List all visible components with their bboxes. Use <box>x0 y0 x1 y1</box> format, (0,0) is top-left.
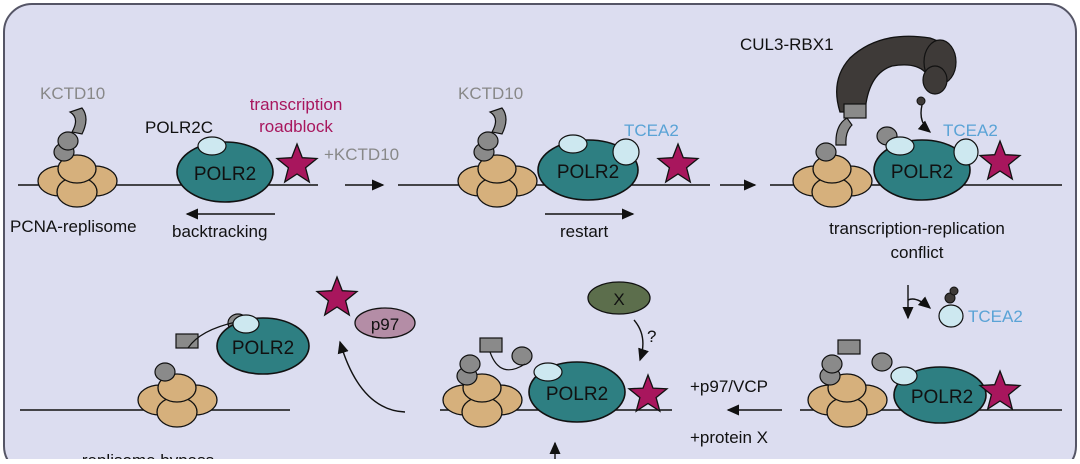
tcea2-label-3: TCEA2 <box>943 121 998 140</box>
polr2-oval-4 <box>893 366 987 424</box>
p97-vcp-label: +p97/VCP <box>690 377 768 396</box>
polr2-label-6: POLR2 <box>232 338 294 359</box>
step2-group: KCTD10 POLR2 TCEA2 restart <box>398 84 710 241</box>
roadblock-star-2 <box>656 142 700 184</box>
roadblock-label-line2: roadblock <box>259 117 333 136</box>
replisome-bypass-label: replisome bypass <box>82 451 214 459</box>
polr2-label-4: POLR2 <box>911 387 973 408</box>
replisome-5 <box>442 373 523 428</box>
roadblock-star-3 <box>978 139 1022 181</box>
polr2c-subunit <box>197 136 227 156</box>
p97-label: p97 <box>371 315 399 334</box>
replisome-6 <box>137 373 218 428</box>
kctd10-label-1: KCTD10 <box>40 84 105 103</box>
polr2-label-5: POLR2 <box>546 384 608 405</box>
p97-oval <box>354 307 416 339</box>
kctd10-protein-2 <box>473 107 507 162</box>
released-tcea2 <box>938 304 964 328</box>
kctd10-protein-1 <box>53 107 87 162</box>
cul3-rbx1-protein <box>836 35 957 119</box>
tcea2-oval-3 <box>953 138 979 166</box>
arrow-step5-step6 <box>337 340 406 413</box>
protein-x-arrow <box>633 319 649 362</box>
polr2-label-3: POLR2 <box>891 162 953 183</box>
replisome-1 <box>37 154 118 208</box>
kctd10-protein-4 <box>819 339 893 386</box>
polr2-label-2: POLR2 <box>557 162 619 183</box>
step1-group: KCTD10 POLR2 POLR2C transcription roadbl… <box>10 84 342 241</box>
step5-group: POLR2 X ? <box>440 281 672 459</box>
cul3-rbx1-label: CUL3-RBX1 <box>740 35 834 54</box>
conflict-label-line2: conflict <box>891 243 944 262</box>
polr2-label-1: POLR2 <box>194 164 256 185</box>
pcna-replisome-label: PCNA-replisome <box>10 217 137 236</box>
polr2c-label: POLR2C <box>145 118 213 137</box>
replisome-2 <box>457 154 538 208</box>
protein-x-oval <box>587 281 651 315</box>
conflict-label-line1: transcription-replication <box>829 219 1005 238</box>
roadblock-label-line1: transcription <box>250 95 343 114</box>
tcea2-oval-2 <box>612 138 640 166</box>
protein-x-label: +protein X <box>690 428 768 447</box>
roadblock-star-1 <box>275 142 319 184</box>
replisome-3 <box>792 154 873 208</box>
released-star-6 <box>315 275 359 317</box>
tcea2-label-released: TCEA2 <box>968 307 1023 326</box>
kctd10-protein-3 <box>815 117 898 162</box>
kctd10-protein-5 <box>456 337 533 386</box>
restart-label: restart <box>560 222 608 241</box>
roadblock-star-4 <box>978 369 1022 411</box>
backtracking-label: backtracking <box>172 222 267 241</box>
tcea2-label-2: TCEA2 <box>624 121 679 140</box>
question-mark: ? <box>647 327 656 346</box>
kctd10-label-2: KCTD10 <box>458 84 523 103</box>
plus-kctd10-label: +KCTD10 <box>324 145 399 164</box>
step4-group: POLR2 <box>800 339 1062 428</box>
protein-x-letter: X <box>613 290 624 309</box>
step3-group: CUL3-RBX1 POLR2 TCEA2 transcription-repl… <box>740 35 1062 262</box>
tcea2-release: TCEA2 <box>902 285 1023 328</box>
roadblock-star-5 <box>627 373 669 413</box>
ubiquitin-arrow <box>917 104 932 133</box>
